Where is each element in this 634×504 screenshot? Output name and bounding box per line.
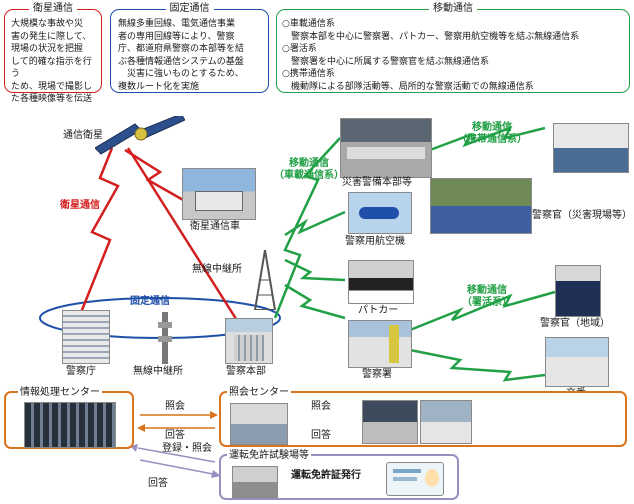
- inquiry-center-photo: [230, 403, 288, 445]
- police-aircraft-label: 警察用航空機: [345, 236, 405, 247]
- station-comm-label: 移動通信 （署活系）: [462, 285, 512, 308]
- reply-arrow-label-2: 回答: [311, 430, 331, 441]
- register-arrow-label: 登録・照会: [162, 443, 212, 454]
- mobile-link-patrol: [284, 258, 346, 282]
- koban-photo: [545, 337, 609, 387]
- mobile-info-title: 移動通信: [429, 3, 477, 14]
- fixed-info-text: 無線多重回線、電気通信事業 者の専用回線等により、警察 庁、都道府県警察の本部等…: [118, 19, 245, 92]
- satellite-comm-label: 衛星通信: [60, 200, 100, 211]
- npa-label: 警察庁: [66, 366, 96, 377]
- mobile-info-box: 移動通信 ○車載通信系 警察本部を中心に警察署、パトカー、警察用航空機等を結ぶ無…: [276, 3, 630, 93]
- satellite-info-box: 衛星通信 大規模な事故や災 害の発生に際して、 現場の状況を把握 して的確な指示…: [4, 3, 102, 104]
- police-hq-photo: [225, 318, 273, 364]
- relay-bottom-label: 無線中継所: [133, 366, 183, 377]
- server-room-photo: [24, 402, 116, 448]
- mobile-link-aircraft: [284, 210, 346, 237]
- satellite-label: 通信衛星: [63, 130, 103, 141]
- relay-antenna-icon: [158, 312, 172, 364]
- disaster-officer-photo-2: [430, 178, 532, 234]
- inquiry-arrow-label-2: 照会: [311, 401, 331, 412]
- mobile-info-text: ○車載通信系 警察本部を中心に警察署、パトカー、警察用航空機等を結ぶ無線通信系 …: [282, 19, 580, 92]
- radio-tower-icon: [253, 250, 277, 310]
- fixed-info-title: 固定通信: [165, 3, 214, 14]
- inquiry-scene-photo-1: [362, 400, 418, 444]
- satellite-info-title: 衛星通信: [29, 3, 77, 14]
- reply-arrow-label: 回答: [165, 430, 185, 441]
- satellite-car-photo: [182, 168, 256, 220]
- license-issue-label: 運転免許証発行: [291, 470, 361, 481]
- police-station-photo: [348, 320, 412, 368]
- disaster-hq-label: 災害警備本部等: [342, 177, 412, 188]
- satellite-info-text: 大規模な事故や災 害の発生に際して、 現場の状況を把握 して的確な指示を行う た…: [11, 19, 93, 104]
- fixed-info-box: 固定通信 無線多重回線、電気通信事業 者の専用回線等により、警察 庁、都道府県警…: [110, 3, 269, 93]
- disaster-hq-photo: [340, 118, 432, 178]
- police-aircraft-photo: [348, 192, 412, 234]
- officer-area-label: 警察官（地域）: [540, 318, 610, 329]
- license-center-label: 運転免許試験場等: [227, 450, 311, 462]
- patrol-car-label: パトカー: [358, 305, 399, 316]
- disaster-officer-photo-1: [553, 123, 629, 173]
- license-card-photo: [386, 462, 444, 496]
- info-center-label: 情報処理センター: [18, 387, 102, 399]
- inquiry-arrow-label: 照会: [165, 401, 185, 412]
- officer-disaster-label: 警察官（災害現場等）: [532, 210, 632, 221]
- vehicle-comm-label: 移動通信 （車載通信系）: [274, 158, 344, 181]
- police-hq-label: 警察本部: [226, 366, 266, 377]
- sat-link-car: [124, 148, 193, 207]
- police-station-label: 警察署: [362, 369, 392, 380]
- mobile-link-disaster-officer: [429, 125, 546, 152]
- sat-link-hq: [126, 147, 240, 323]
- inquiry-center-label: 照会センター: [227, 387, 291, 399]
- reply-arrow-label-3: 回答: [148, 478, 168, 489]
- npa-building-photo: [62, 310, 110, 364]
- satellite-icon: [95, 116, 185, 155]
- mobile-link-officer-area: [409, 290, 556, 332]
- mobile-link-koban: [409, 348, 546, 382]
- inquiry-scene-photo-2: [420, 400, 472, 444]
- satellite-car-label: 衛星通信車: [190, 221, 240, 232]
- relay-top-label: 無線中継所: [192, 264, 242, 275]
- area-officer-photo: [555, 265, 601, 317]
- mobile-link-station: [284, 283, 346, 320]
- portable-comm-label: 移動通信 （携帯通信系）: [457, 122, 527, 145]
- patrol-car-photo: [348, 260, 414, 304]
- fixed-comm-label: 固定通信: [130, 296, 170, 307]
- license-office-photo: [232, 466, 278, 498]
- sat-link-npa: [78, 147, 120, 316]
